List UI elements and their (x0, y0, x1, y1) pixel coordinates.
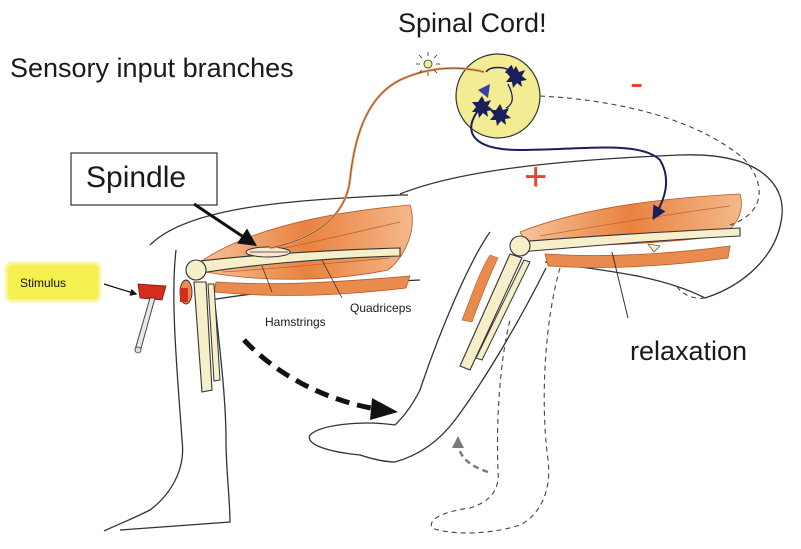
spinal-cord-section (455, 53, 541, 139)
spindle-label-box (70, 152, 218, 206)
left-femur-bone (191, 247, 401, 275)
star-neuron-icon (472, 96, 493, 118)
stimulus-label: Stimulus (20, 276, 66, 290)
sensory-input-label: Sensory input branches (10, 53, 294, 83)
left-hamstring-muscle (213, 275, 411, 296)
left-tibia-bone (193, 281, 213, 393)
quadriceps-label: Quadriceps (350, 301, 411, 315)
inhibitory-sign: - (630, 61, 643, 105)
sensory-branch-icon (416, 52, 440, 76)
spinal-cord-title: Spinal Cord! (398, 8, 547, 38)
right-tibia-bone (459, 253, 523, 371)
return-motion-arrow (456, 443, 489, 474)
star-neuron-icon (490, 104, 511, 126)
previous-leg-position-outline (430, 267, 561, 534)
star-neuron-icon (506, 66, 527, 88)
right-leg (308, 154, 783, 463)
excitatory-sign: + (524, 155, 547, 199)
hamstrings-label: Hamstrings (265, 315, 326, 329)
motor-nerve-fiber (470, 107, 668, 221)
relaxation-label: relaxation (630, 336, 747, 366)
right-femur-bone (517, 227, 741, 253)
inhibitory-pathway (539, 95, 760, 226)
right-hamstring-muscle (544, 245, 731, 268)
stimulus-box (4, 261, 102, 303)
reflex-hammer-icon (134, 283, 167, 354)
kick-motion-arrow (242, 338, 383, 413)
spindle-label: Spindle (86, 161, 186, 194)
